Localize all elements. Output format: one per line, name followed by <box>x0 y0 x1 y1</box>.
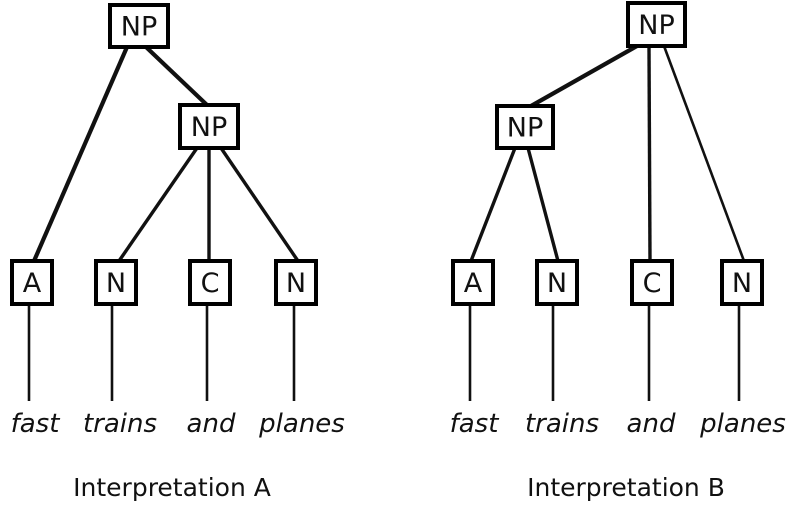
node-box-b-np-inner <box>495 104 555 150</box>
node-b-pos-a: A <box>451 259 495 306</box>
node-b-pos-c: C <box>630 259 674 306</box>
node-label-b-np-root: NP <box>638 10 674 41</box>
word-b-word-and: and <box>627 409 676 439</box>
node-box-b-pos-n1 <box>535 259 579 306</box>
edge-b-edge-root-np <box>529 44 639 108</box>
node-label-a-np-inner: NP <box>191 112 227 143</box>
word-a-word-and: and <box>187 409 236 439</box>
edge-b-edge-root-c <box>647 45 652 262</box>
node-b-np-root: NP <box>626 1 687 48</box>
edge-a-edge-np-n2 <box>219 147 300 262</box>
node-box-b-pos-a <box>451 259 495 306</box>
word-a-word-planes: planes <box>258 409 345 439</box>
node-box-b-pos-n2 <box>720 259 764 306</box>
node-label-b-pos-n1: N <box>547 268 567 299</box>
word-b-word-trains: trains <box>525 409 599 439</box>
node-a-pos-a: A <box>10 259 54 306</box>
node-label-a-pos-n1: N <box>106 268 126 299</box>
node-label-a-pos-c: C <box>201 268 220 299</box>
word-a-word-fast: fast <box>11 409 61 439</box>
node-label-a-np-root: NP <box>121 12 157 43</box>
node-label-b-pos-c: C <box>643 268 662 299</box>
node-label-b-np-inner: NP <box>507 113 543 144</box>
node-a-np-inner: NP <box>178 103 240 150</box>
node-box-a-np-inner <box>178 103 240 150</box>
node-box-b-np-root <box>626 1 687 48</box>
edge-a-edge-np-n1 <box>117 147 199 262</box>
word-b-word-fast: fast <box>450 409 500 439</box>
node-box-a-np-root <box>108 3 170 49</box>
node-label-a-pos-n2: N <box>286 268 306 299</box>
word-a-word-trains: trains <box>83 409 157 439</box>
node-box-b-pos-c <box>630 259 674 306</box>
node-a-pos-n2: N <box>274 259 318 306</box>
node-label-a-pos-a: A <box>23 268 42 299</box>
node-a-pos-c: C <box>188 259 232 306</box>
caption-interpretation-b: Interpretation B <box>527 473 725 502</box>
node-label-b-pos-n2: N <box>732 268 752 299</box>
edge-b-edge-root-n2 <box>662 45 746 262</box>
node-b-pos-n2: N <box>720 259 764 306</box>
edge-a-edge-root-a <box>32 46 129 262</box>
edge-b-edge-np-a <box>469 147 517 262</box>
node-b-np-inner: NP <box>495 104 555 150</box>
node-a-pos-n1: N <box>94 259 138 306</box>
node-label-b-pos-a: A <box>464 268 483 299</box>
node-box-a-pos-n2 <box>274 259 318 306</box>
edge-b-edge-np-n1 <box>526 147 560 262</box>
word-b-word-planes: planes <box>699 409 786 439</box>
node-box-a-pos-n1 <box>94 259 138 306</box>
node-b-pos-n1: N <box>535 259 579 306</box>
node-a-np-root: NP <box>108 3 170 49</box>
node-box-a-pos-c <box>188 259 232 306</box>
edge-a-edge-root-np <box>144 45 209 107</box>
caption-interpretation-a: Interpretation A <box>73 473 271 502</box>
node-box-a-pos-a <box>10 259 54 306</box>
